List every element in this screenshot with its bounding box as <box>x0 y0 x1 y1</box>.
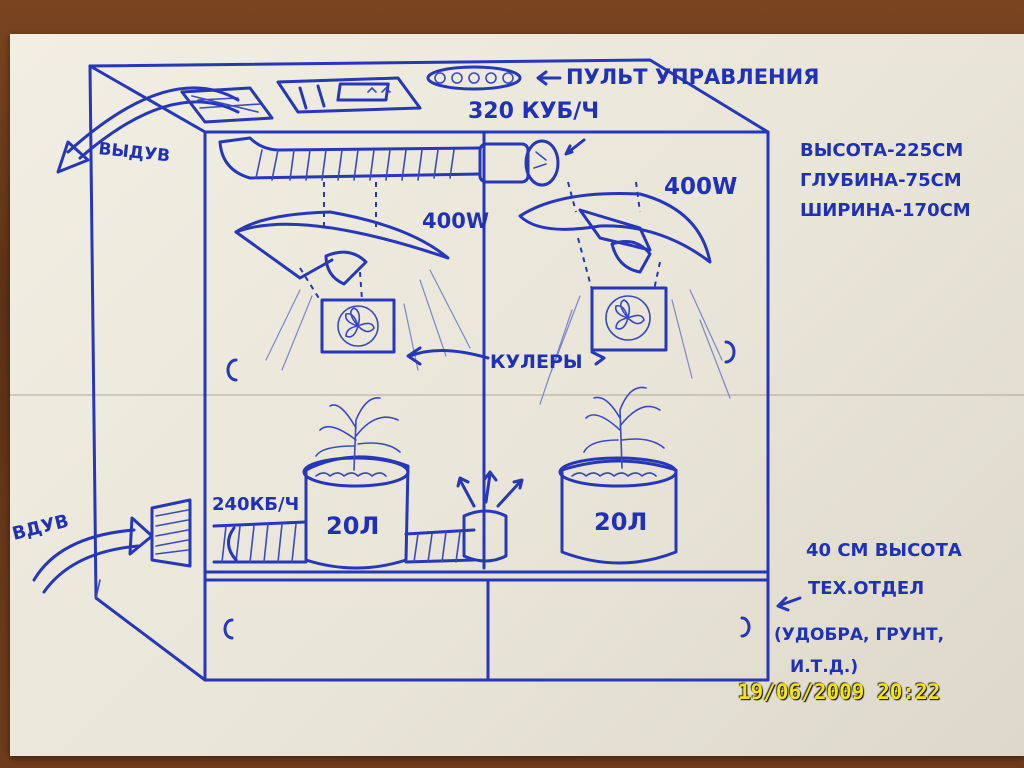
pot-left <box>302 455 410 570</box>
plant-left <box>315 397 401 471</box>
control-panel <box>180 65 562 124</box>
tech-section-contents-end: И.Т.Д.) <box>790 657 858 677</box>
tech-section-title: ТЕХ.ОТДЕЛ <box>808 578 924 599</box>
tech-section-contents: (УДОБРА, ГРУНТ, <box>774 625 944 645</box>
light-rays <box>265 269 731 405</box>
pot-right <box>558 456 678 565</box>
tech-section-arrow <box>776 596 802 612</box>
lamp-right <box>518 181 712 291</box>
paper-fold <box>10 394 1024 396</box>
plant-right <box>583 386 665 469</box>
lamp-left <box>234 182 450 301</box>
cooler-left <box>320 298 396 354</box>
tech-section-height: 40 СМ ВЫСОТА <box>806 540 962 561</box>
exhaust-duct <box>218 136 586 187</box>
dimension-width: ШИРИНА-170СМ <box>800 200 971 221</box>
cabinet-outline <box>88 58 770 682</box>
intake-arrow <box>32 516 154 594</box>
lamp-right-label: 400W <box>664 174 737 200</box>
lamp-left-label: 400W <box>422 209 489 233</box>
exhaust-arrow <box>56 86 240 174</box>
dimension-height: ВЫСОТА-225СМ <box>800 140 963 161</box>
pot-right-label: 20Л <box>594 508 647 536</box>
intake-rate-label: 240КБ/Ч <box>212 494 299 515</box>
cooler-arrows <box>406 346 606 366</box>
exhaust-label: ВЫДУВ <box>97 139 170 166</box>
intake-vent <box>150 498 192 568</box>
intake-label: ВДУВ <box>10 511 71 545</box>
pot-left-label: 20Л <box>326 512 379 540</box>
control-panel-label: ПУЛЬТ УПРАВЛЕНИЯ <box>566 65 819 89</box>
cooler-right <box>590 286 668 352</box>
exhaust-rate-label: 320 КУБ/Ч <box>468 99 599 124</box>
date-timestamp: 19/06/2009 20:22 <box>738 680 941 704</box>
door-handles <box>223 340 751 640</box>
paper-sheet <box>10 34 1024 756</box>
dimension-depth: ГЛУБИНА-75СМ <box>800 170 962 191</box>
coolers-label: КУЛЕРЫ <box>490 351 583 373</box>
intake-duct <box>212 470 524 564</box>
